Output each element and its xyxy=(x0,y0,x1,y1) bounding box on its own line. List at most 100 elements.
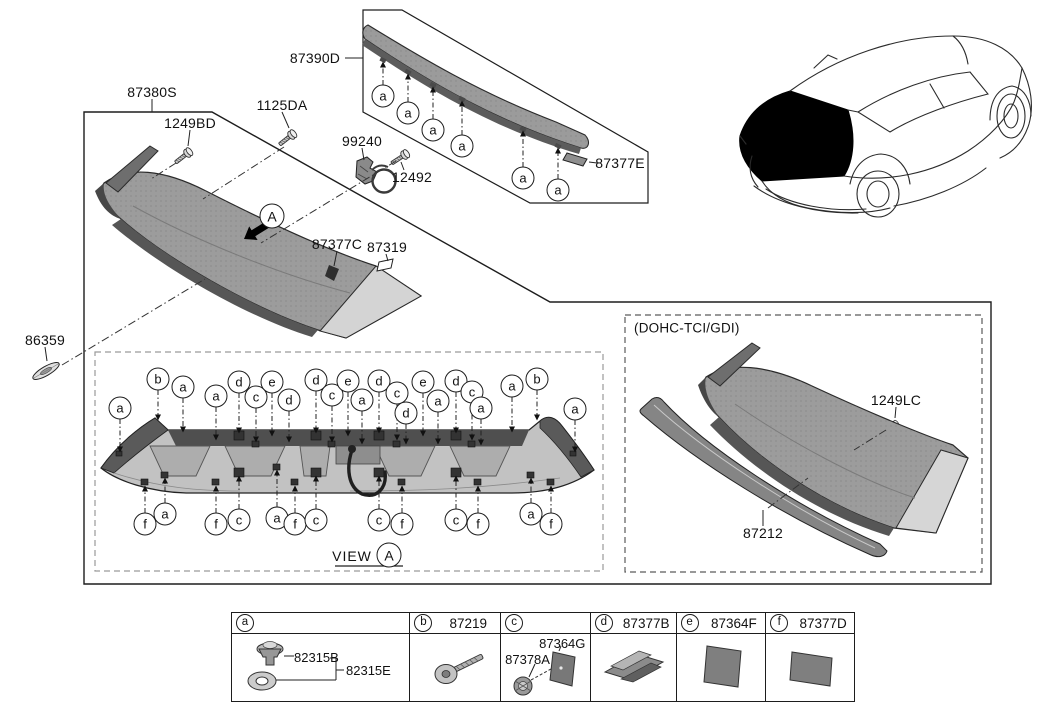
callout-c-view-top: c xyxy=(320,383,344,407)
callout-a-view-top: a xyxy=(171,375,195,399)
pad-87377c-art xyxy=(325,265,339,281)
legend-label-82315e: 82315E xyxy=(346,663,391,678)
callout-a-glass: a xyxy=(421,118,445,142)
legend-col-d: d 87377B xyxy=(590,613,677,701)
legend-part-d: 87377B xyxy=(622,615,670,631)
callout-a-view-top: a xyxy=(563,397,587,421)
label-clip-86359: 86359 xyxy=(25,332,65,348)
legend-part-b: 87219 xyxy=(449,615,488,631)
fasteners xyxy=(115,430,577,486)
glass-spoiler-art xyxy=(362,24,590,154)
callout-f-view-bottom: f xyxy=(539,512,563,536)
callout-a-view-top: a xyxy=(350,388,374,412)
callout-c-view-bottom: c xyxy=(367,508,391,532)
view-a-ref-circle: A xyxy=(376,542,402,568)
legend-letter-b: b xyxy=(414,614,433,632)
callout-b-view-top: b xyxy=(146,367,170,391)
callout-e-view-top: e xyxy=(411,370,435,394)
callout-d-view-top: d xyxy=(277,388,301,412)
car-art xyxy=(739,35,1032,218)
view-a-box-outline xyxy=(94,351,604,572)
arrow-ref-circle: A xyxy=(259,203,285,229)
legend-e-icon xyxy=(703,645,742,688)
label-garnish-87212: 87212 xyxy=(743,525,783,541)
callout-a-glass: a xyxy=(546,178,570,202)
callout-c-view-bottom: c xyxy=(304,508,328,532)
rear-spoiler-art xyxy=(95,145,423,339)
callout-a-glass: a xyxy=(396,101,420,125)
label-glass-pad: 87377E xyxy=(595,155,645,171)
legend-f-icon xyxy=(789,651,833,687)
legend-d-icon xyxy=(603,650,665,683)
callout-a-view-bottom: a xyxy=(519,502,543,526)
legend-table: a 82315B 82315E b 87219 xyxy=(231,612,855,702)
callout-d-view-top: d xyxy=(304,368,328,392)
legend-label-87378a: 87378A xyxy=(505,652,550,667)
glass-spoiler-box-outline xyxy=(362,9,649,204)
label-ticks xyxy=(44,57,897,567)
callout-c-view-bottom: c xyxy=(227,508,251,532)
callout-d-view-top: d xyxy=(227,370,251,394)
callout-f-view-bottom: f xyxy=(283,512,307,536)
callout-d-view-top: d xyxy=(367,369,391,393)
callout-f-view-bottom: f xyxy=(466,512,490,536)
legend-part-e: 87364F xyxy=(711,615,757,631)
label-screw-1249bd: 1249BD xyxy=(164,115,216,131)
callout-a-glass: a xyxy=(371,84,395,108)
callout-f-view-bottom: f xyxy=(133,512,157,536)
callout-e-view-top: e xyxy=(260,370,284,394)
legend-c-icons xyxy=(513,645,576,696)
view-a-caption: VIEW xyxy=(332,548,372,564)
callout-d-view-top: d xyxy=(394,401,418,425)
label-glass-spoiler: 87390D xyxy=(289,50,341,66)
wiring-holder-art xyxy=(355,156,397,194)
callout-a-glass: a xyxy=(511,166,535,190)
label-screw-12492: 12492 xyxy=(392,169,432,185)
dohc-spoiler-art xyxy=(698,342,969,536)
clip-left-art xyxy=(32,362,60,380)
callout-a-view-top: a xyxy=(108,396,132,420)
glass-pad-art xyxy=(562,152,598,167)
callout-b-view-top: b xyxy=(525,367,549,391)
screw-1125da-art xyxy=(276,128,299,149)
legend-col-e: e 87364F xyxy=(676,613,767,701)
legend-col-c: c 87378A 87364G xyxy=(501,613,591,701)
callout-a-view-bottom: a xyxy=(265,506,289,530)
legend-a-icons xyxy=(247,641,344,691)
label-screw-1125da: 1125DA xyxy=(256,97,308,113)
sticker-art xyxy=(376,258,394,272)
legend-col-b: b 87219 xyxy=(410,613,502,701)
callout-c-view-bottom: c xyxy=(444,508,468,532)
legend-letter-e: e xyxy=(680,614,699,632)
legend-letter-d: d xyxy=(594,614,613,632)
legend-label-87364g: 87364G xyxy=(539,636,586,651)
screw-12492-art xyxy=(388,148,412,168)
callout-a-view-bottom: a xyxy=(153,502,177,526)
callout-f-view-bottom: f xyxy=(204,512,228,536)
legend-part-f: 87377D xyxy=(799,615,847,631)
label-holder-99240: 99240 xyxy=(342,133,382,149)
label-variant-title: (DOHC-TCI/GDI) xyxy=(634,320,740,336)
legend-b-icon xyxy=(434,654,484,684)
main-box-outline xyxy=(83,111,992,585)
legend-label-82315b: 82315B xyxy=(294,650,339,665)
callout-a-view-top: a xyxy=(469,396,493,420)
legend-letter-a: a xyxy=(236,614,254,632)
label-sticker-87319: 87319 xyxy=(367,239,407,255)
mounting-axes xyxy=(61,146,887,509)
dohc-box-outline xyxy=(624,314,983,573)
callout-a-view-top: a xyxy=(204,384,228,408)
callout-leaders xyxy=(117,61,578,513)
label-assembly: 87380S xyxy=(127,84,177,100)
garnish-87212-art xyxy=(639,397,888,558)
callout-f-view-bottom: f xyxy=(390,512,414,536)
callout-c-view-top: c xyxy=(244,385,268,409)
callout-e-view-top: e xyxy=(336,369,360,393)
rear-glass-highlight xyxy=(739,90,854,182)
callout-a-view-top: a xyxy=(426,389,450,413)
label-pad-87377c: 87377C xyxy=(311,236,363,252)
legend-col-a: a 82315B 82315E xyxy=(232,613,411,701)
